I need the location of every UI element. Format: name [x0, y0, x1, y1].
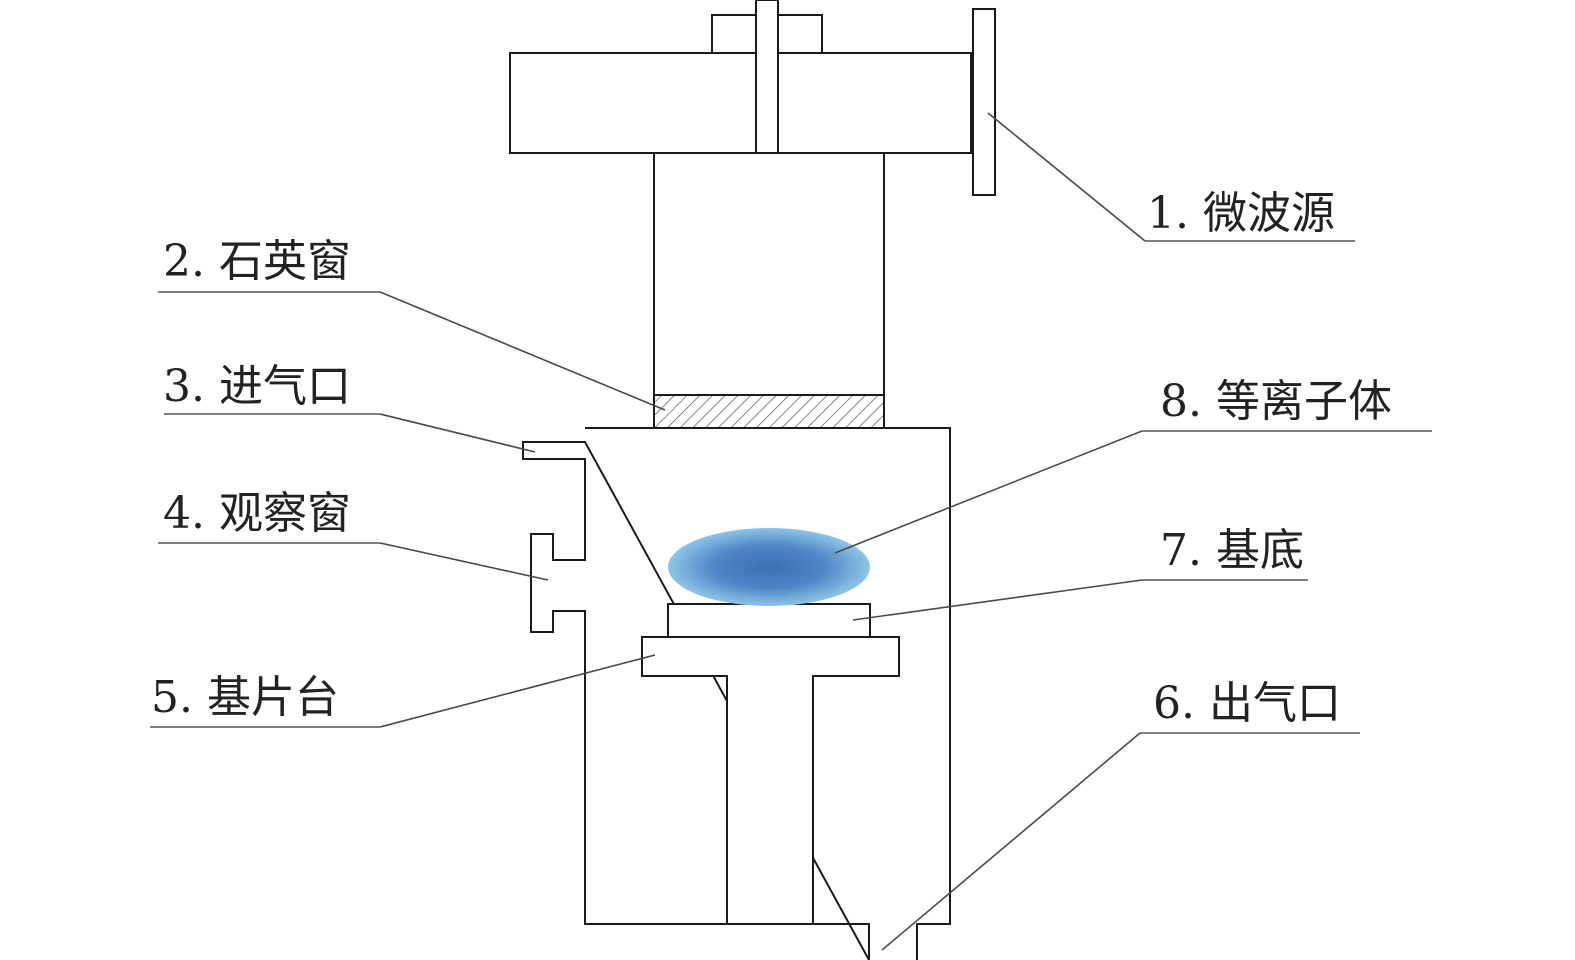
leader-lines [150, 112, 1432, 951]
labels: 1. 微波源 2. 石英窗 3. 进气口 4. 观察窗 5. 基片台 6. 出气… [151, 188, 1392, 729]
leader-8 [834, 430, 1143, 554]
leader-7 [852, 579, 1143, 621]
substrate-stage [641, 636, 900, 925]
leader-2 [379, 291, 666, 411]
waveguide-body [509, 52, 972, 154]
substrate [667, 603, 871, 638]
quartz-window [653, 394, 885, 429]
source-flange [972, 8, 996, 196]
label-gas-outlet: 6. 出气口 [1153, 678, 1341, 729]
label-quartz-window: 2. 石英窗 [163, 236, 351, 287]
leader-6 [881, 732, 1141, 951]
label-substrate: 7. 基底 [1160, 525, 1304, 576]
label-substrate-stage: 5. 基片台 [151, 672, 339, 723]
label-viewing-window: 4. 观察窗 [163, 488, 351, 539]
leader-3 [379, 413, 536, 453]
plasma-ball [668, 528, 870, 606]
label-plasma: 8. 等离子体 [1160, 376, 1392, 427]
label-gas-inlet: 3. 进气口 [163, 361, 351, 412]
leader-5 [379, 654, 656, 728]
leader-1 [987, 112, 1146, 242]
label-microwave-source: 1. 微波源 [1147, 188, 1335, 239]
leader-4 [379, 542, 549, 581]
cavity-column [653, 152, 885, 396]
